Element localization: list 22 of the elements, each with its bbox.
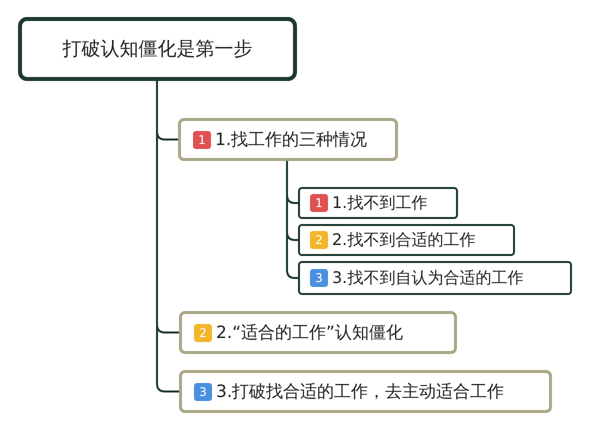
node-label: 3.打破找合适的工作，去主动适合工作 [216, 381, 504, 403]
priority-badge: 1 [310, 194, 328, 212]
priority-badge: 2 [194, 324, 212, 342]
node-label: 打破认知僵化是第一步 [62, 37, 252, 62]
priority-badge: 2 [310, 231, 328, 249]
branch-box [179, 370, 552, 413]
priority-badge: 3 [194, 382, 212, 400]
node-label: 3.找不到自认为合适的工作 [332, 268, 524, 288]
node-label: 1.找工作的三种情况 [215, 129, 368, 151]
node-label: 2.找不到合适的工作 [332, 230, 476, 250]
node-label: 1.找不到工作 [332, 192, 428, 214]
connector [286, 161, 298, 279]
priority-badge: 1 [193, 130, 211, 148]
subtopic-box [298, 261, 572, 295]
node-label: 2.“适合的工作”认知僵化 [216, 322, 403, 344]
priority-badge: 3 [310, 269, 328, 287]
subtopic-box [298, 224, 515, 256]
branch-box [178, 118, 398, 161]
connector [156, 81, 179, 392]
topic-box [18, 17, 297, 81]
subtopic-box [298, 187, 458, 219]
branch-box [179, 311, 457, 354]
